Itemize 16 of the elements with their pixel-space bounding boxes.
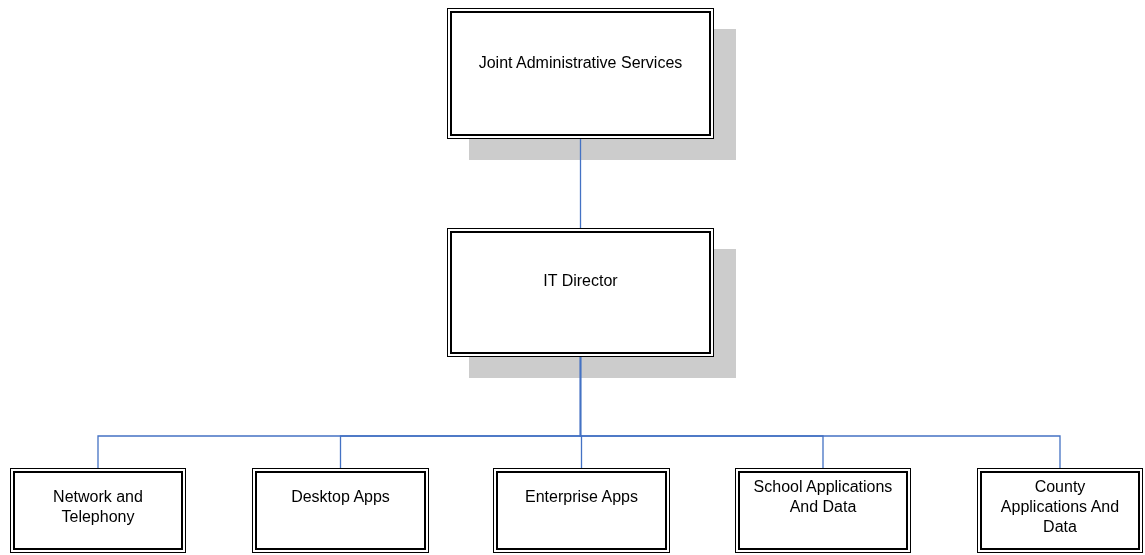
box-label: Joint Administrative Services [477, 53, 684, 73]
box-label: Enterprise Apps [524, 487, 639, 507]
box-label: IT Director [542, 271, 619, 291]
org-box [735, 468, 911, 553]
box-label: Network and Telephony [52, 487, 144, 527]
connector-line [579, 138, 582, 229]
connector-line [579, 356, 1061, 469]
org-box [10, 468, 186, 553]
org-box [447, 8, 714, 139]
org-box [252, 468, 429, 553]
org-box [493, 468, 670, 553]
org-box [977, 468, 1143, 553]
box-label: County Applications And Data [999, 477, 1121, 537]
org-box [447, 228, 714, 357]
box-label: Desktop Apps [290, 487, 391, 507]
box-label: School Applications And Data [752, 477, 894, 517]
